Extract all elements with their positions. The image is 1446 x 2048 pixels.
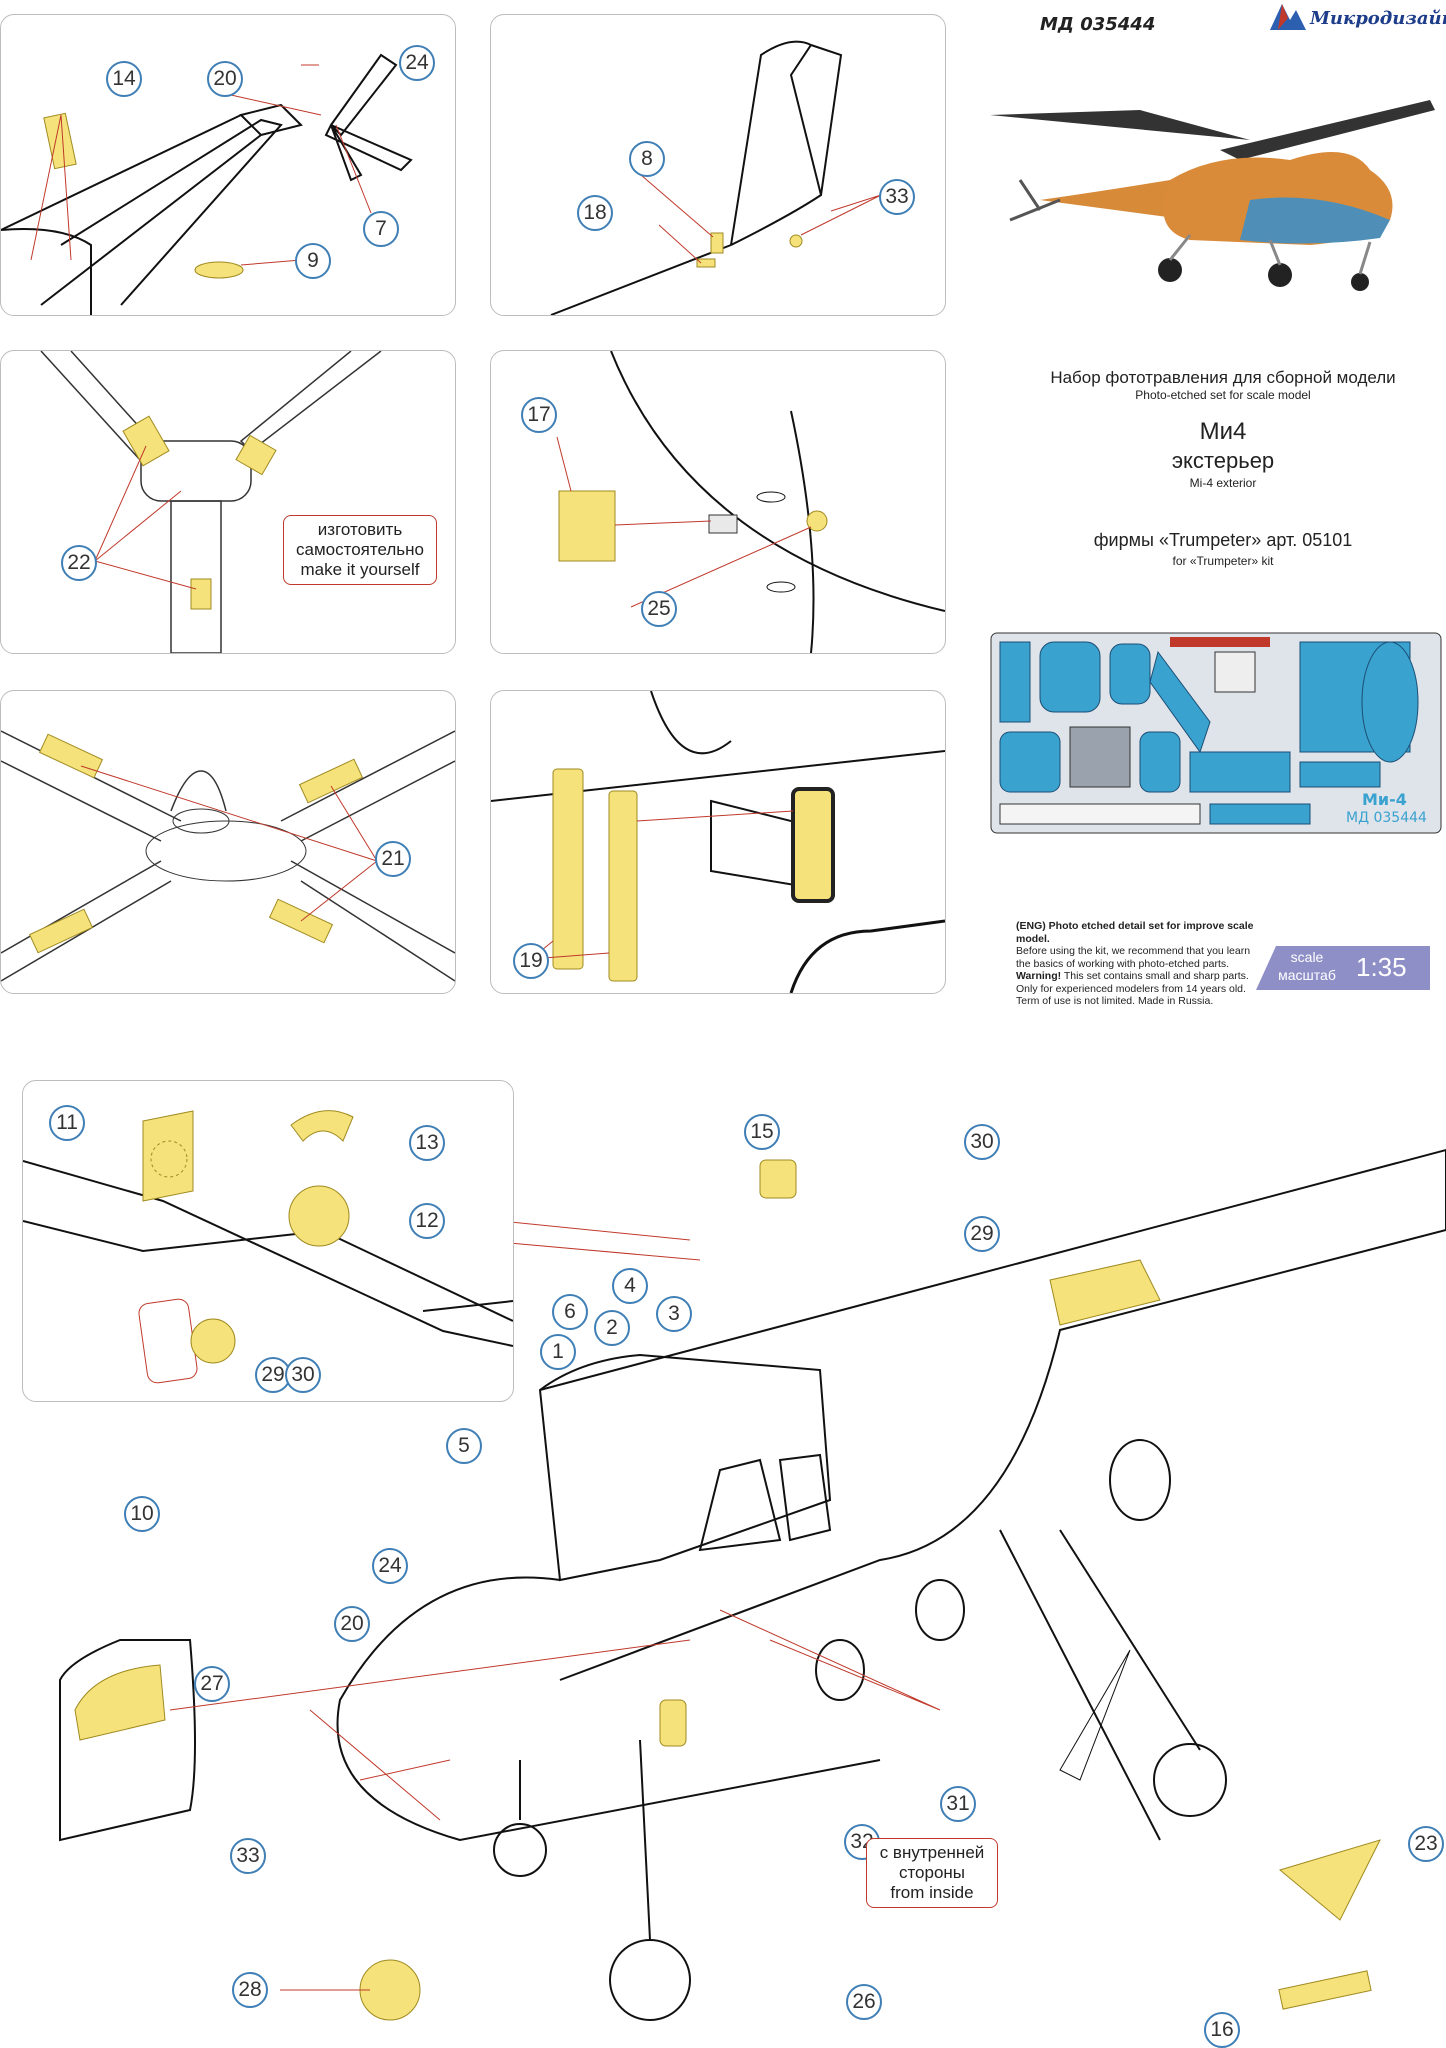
note-inside-line-3: from inside [890, 1883, 974, 1902]
fine-line-5: Only for experienced modelers from 14 ye… [1016, 982, 1246, 995]
inset-callout-11: 11 [49, 1105, 85, 1141]
fine-line-6: Term of use is not limited. Made in Russ… [1016, 995, 1214, 1007]
title-ru: Набор фототравления для сборной модели [1050, 368, 1396, 387]
warning-label: Warning! [1016, 970, 1062, 982]
callout-20-main: 20 [334, 1606, 370, 1642]
blade-roots-drawing [1, 730, 455, 982]
fuselage-side-drawing [556, 351, 945, 653]
callout-14: 14 [106, 61, 142, 97]
kit-ru: фирмы «Trumpeter» арт. 05101 [1093, 530, 1353, 550]
panel-blade-roots: 21 [0, 690, 456, 994]
callout-18: 18 [577, 195, 613, 231]
inset-callout-30: 30 [285, 1357, 321, 1393]
scale-label-en: scale [1290, 949, 1324, 965]
callout-4: 4 [612, 1268, 648, 1304]
tail-rotor-drawing [1, 53, 413, 315]
photo-etch-fret: Ми-4 МД 035444 [990, 632, 1442, 834]
panel-rotor-hub: 22 изготовить самостоятельно make it you… [0, 350, 456, 654]
warning-text: This set contains small and sharp parts. [1061, 970, 1249, 982]
scale-label-ru: масштаб [1278, 967, 1336, 983]
fret-code: МД 035444 [1346, 810, 1427, 826]
fine-line-4: Warning! This set contains small and sha… [1016, 970, 1286, 983]
fine-line-2: Before using the kit, we recommend that … [1016, 945, 1251, 957]
callout-25: 25 [641, 591, 677, 627]
scale-value: 1:35 [1356, 952, 1407, 982]
scale-labels: scale масштаб [1266, 948, 1348, 984]
note-inside-line-1: с внутренней [879, 1843, 985, 1862]
callout-29: 29 [964, 1216, 1000, 1252]
inset-callout-12: 12 [409, 1203, 445, 1239]
fine-line-1: (ENG) Photo etched detail set for improv… [1016, 920, 1254, 945]
callout-5: 5 [446, 1428, 482, 1464]
callout-16: 16 [1204, 2012, 1240, 2048]
callout-1: 1 [540, 1334, 576, 1370]
callout-26: 26 [846, 1984, 882, 2020]
callout-21: 21 [375, 841, 411, 877]
callout-8: 8 [629, 141, 665, 177]
callout-20: 20 [207, 61, 243, 97]
note-line-2: самостоятельно [296, 540, 424, 559]
panel-fuselage-side: 17 25 [490, 350, 946, 654]
note-inside-line-2: стороны [898, 1863, 966, 1882]
fine-print: (ENG) Photo etched detail set for improv… [1016, 920, 1286, 1008]
panel-inset-nose: 11 13 12 29 30 [22, 1080, 514, 1402]
callout-33-main: 33 [230, 1838, 266, 1874]
callout-6: 6 [552, 1294, 588, 1330]
scale-band [1256, 946, 1430, 990]
doors-drawing [491, 691, 945, 993]
inset-nose-drawing [23, 1110, 513, 1384]
callout-33: 33 [879, 179, 915, 215]
callout-24: 24 [399, 45, 435, 81]
brand-logo-icon [1270, 4, 1306, 30]
callout-17: 17 [521, 397, 557, 433]
helicopter-photo [990, 100, 1435, 291]
tail-pylon-drawing [550, 40, 882, 315]
callout-9: 9 [295, 243, 331, 279]
callout-10: 10 [124, 1496, 160, 1532]
subtitle-ru: экстерьер [1171, 448, 1275, 473]
panel-tail-pylon: 8 33 18 [490, 14, 946, 316]
callout-19: 19 [513, 943, 549, 979]
fret-image [990, 632, 1442, 834]
brand-name: Микродизайн [1310, 8, 1446, 29]
callout-2: 2 [594, 1310, 630, 1346]
kit-en: for «Trumpeter» kit [1172, 554, 1274, 568]
panel-doors: 19 [490, 690, 946, 994]
callout-23: 23 [1408, 1826, 1444, 1862]
note-make-yourself: изготовить самостоятельно make it yourse… [283, 515, 437, 585]
callout-24-main: 24 [372, 1548, 408, 1584]
callout-22: 22 [61, 545, 97, 581]
callout-3: 3 [656, 1296, 692, 1332]
callout-7: 7 [363, 211, 399, 247]
callout-31: 31 [940, 1786, 976, 1822]
rotor-hub-drawing [40, 351, 382, 653]
model-name: Ми4 [1199, 418, 1247, 445]
callout-30: 30 [964, 1124, 1000, 1160]
scale-badge: scale масштаб 1:35 [1256, 946, 1430, 990]
note-from-inside: с внутренней стороны from inside [866, 1838, 998, 1908]
subtitle-en: Mi-4 exterior [1189, 476, 1257, 490]
callout-28: 28 [232, 1972, 268, 2008]
note-line-1: изготовить [317, 520, 403, 539]
fine-line-3: the basics of working with photo-etched … [1016, 957, 1230, 970]
note-line-3: make it yourself [300, 560, 420, 579]
product-code: МД 035444 [1040, 14, 1156, 35]
inset-callout-13: 13 [409, 1125, 445, 1161]
callout-27: 27 [194, 1666, 230, 1702]
callout-15: 15 [744, 1114, 780, 1150]
panel-tail-rotor: 14 20 24 7 9 [0, 14, 456, 316]
title-en: Photo-etched set for scale model [1135, 388, 1311, 402]
fret-name: Ми-4 [1362, 790, 1407, 809]
